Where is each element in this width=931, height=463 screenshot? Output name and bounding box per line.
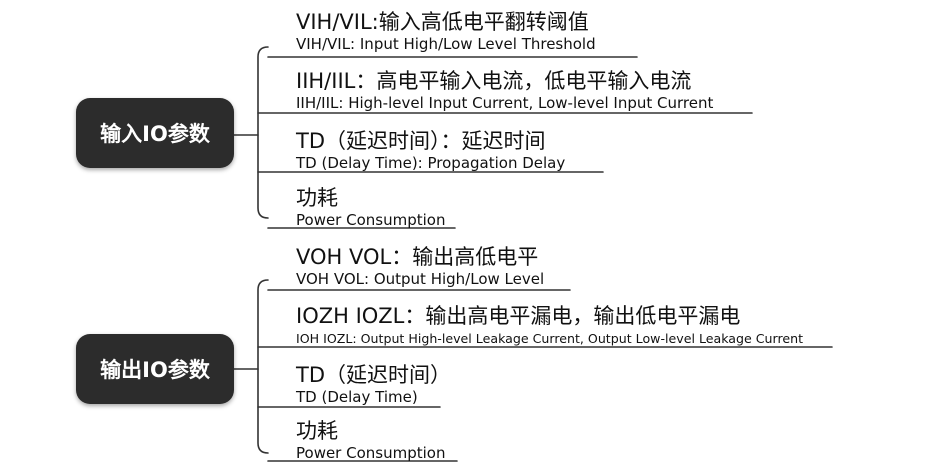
root-label: 输入IO参数 [100, 122, 210, 146]
node-title: VOH VOL：输出高低电平 [296, 245, 539, 269]
node-subtitle: Power Consumption [296, 211, 446, 229]
connector-trunk-2 [257, 279, 269, 454]
node-title: TD（延迟时间） [296, 363, 451, 387]
node-title: VIH/VIL:输入高低电平翻转阈值 [296, 10, 589, 34]
root-label: 输出IO参数 [100, 358, 210, 382]
node-title: IOZH IOZL：输出高电平漏电，输出低电平漏电 [296, 304, 741, 328]
node-subtitle: Power Consumption [296, 444, 446, 462]
child-node: IOZH IOZL：输出高电平漏电，输出低电平漏电 IOH IOZL: Outp… [296, 303, 803, 348]
child-node: 功耗 Power Consumption [296, 418, 445, 463]
node-title: IIH/IIL：高电平输入电流，低电平输入电流 [296, 69, 692, 93]
node-title: TD（延迟时间）：延迟时间 [296, 129, 546, 153]
child-node: TD（延迟时间） TD (Delay Time) [296, 362, 451, 407]
root-node-input-io: 输入IO参数 [76, 98, 234, 168]
node-subtitle: TD (Delay Time) [296, 388, 418, 406]
child-node: VIH/VIL:输入高低电平翻转阈值 VIH/VIL: Input High/L… [296, 9, 596, 54]
node-subtitle: IIH/IIL: High-level Input Current, Low-l… [296, 94, 714, 112]
child-node: IIH/IIL：高电平输入电流，低电平输入电流 IIH/IIL: High-le… [296, 68, 713, 113]
child-node: VOH VOL：输出高低电平 VOH VOL: Output High/Low … [296, 244, 544, 289]
child-node: 功耗 Power Consumption [296, 185, 445, 230]
node-title: 功耗 [296, 186, 338, 210]
node-subtitle: TD (Delay Time): Propagation Delay [296, 154, 566, 172]
root-node-output-io: 输出IO参数 [76, 334, 234, 404]
node-subtitle: VIH/VIL: Input High/Low Level Threshold [296, 35, 596, 53]
child-node: TD（延迟时间）：延迟时间 TD (Delay Time): Propagati… [296, 128, 565, 173]
connector-trunk-1 [257, 46, 269, 219]
node-title: 功耗 [296, 419, 338, 443]
node-subtitle: IOH IOZL: Output High-level Leakage Curr… [296, 331, 804, 346]
node-subtitle: VOH VOL: Output High/Low Level [296, 270, 545, 288]
